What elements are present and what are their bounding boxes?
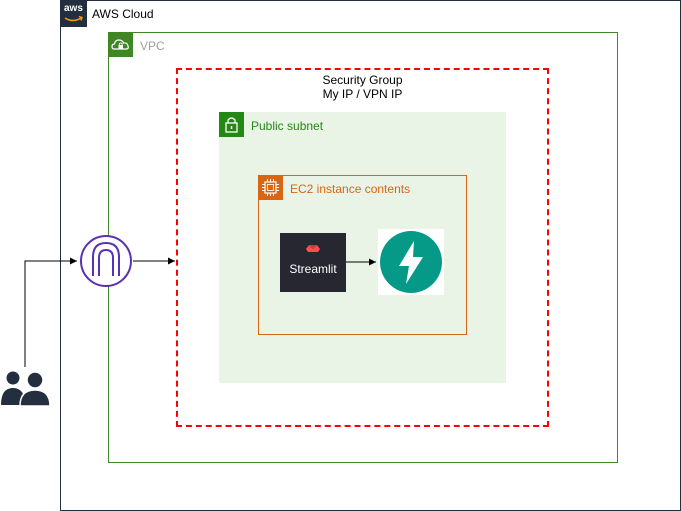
aws-cloud-label: AWS Cloud [92, 7, 154, 21]
security-group-box [176, 68, 549, 427]
users-icon [1, 371, 51, 407]
fastapi-bolt-icon [380, 231, 442, 293]
public-subnet-label: Public subnet [251, 119, 324, 133]
streamlit-label: Streamlit [289, 262, 337, 276]
aws-smile [64, 15, 83, 22]
public-subnet-group [219, 112, 506, 383]
ec2-chip-icon [258, 175, 283, 200]
security-group-subtitle: My IP / VPN IP [322, 87, 403, 101]
security-group-label: Security Group My IP / VPN IP [176, 73, 549, 101]
vpc-cloud-lock-icon [108, 32, 133, 57]
subnet-lock-icon [219, 112, 244, 137]
vpc-label: VPC [140, 39, 165, 53]
security-group-title: Security Group [322, 73, 403, 87]
aws-logo-icon: aws [60, 0, 87, 27]
users-to-gateway-arrow [24, 257, 77, 367]
streamlit-app-box: Streamlit [280, 233, 346, 292]
streamlit-crown-icon [306, 245, 320, 252]
fastapi-app-box [378, 229, 444, 295]
internet-gateway-icon [80, 235, 132, 287]
aws-logo-text: aws [64, 3, 83, 14]
ec2-instance-group [258, 175, 467, 335]
ec2-label: EC2 instance contents [290, 182, 411, 196]
